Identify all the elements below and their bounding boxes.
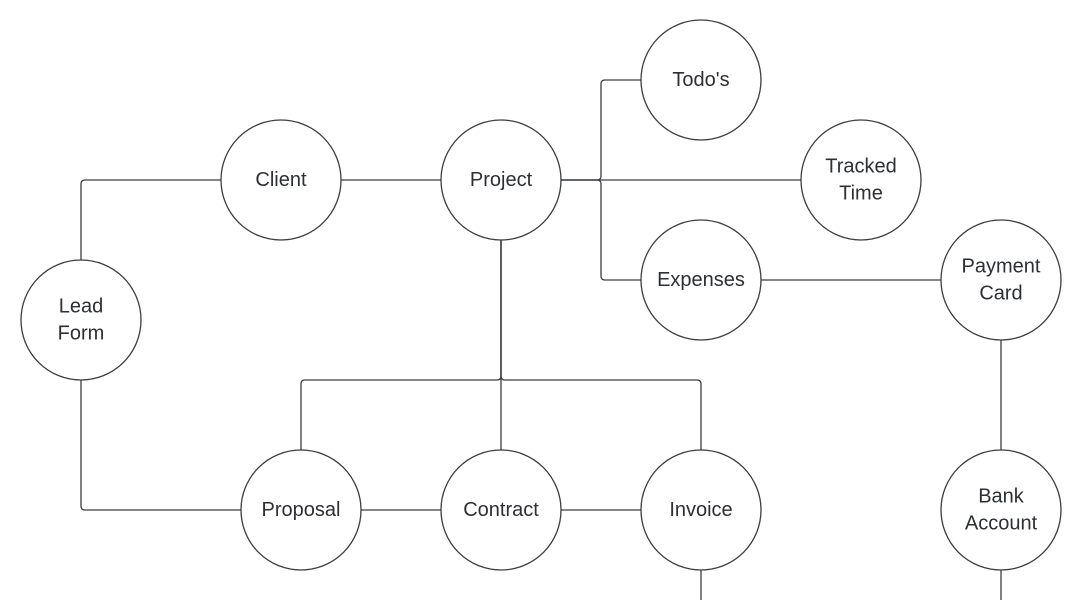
node-label-contract: Contract bbox=[463, 499, 539, 521]
node-circle-bank-account[interactable] bbox=[940, 449, 1062, 571]
node-todos[interactable]: Todo's bbox=[640, 19, 762, 141]
node-circle-invoice[interactable] bbox=[640, 449, 762, 571]
node-label-lead-form-line-2: Form bbox=[58, 323, 105, 345]
node-circle-client[interactable] bbox=[220, 119, 342, 241]
node-project[interactable]: Project bbox=[440, 119, 562, 241]
connector-lead-form-to-client bbox=[80, 179, 221, 260]
node-circle-lead-form[interactable] bbox=[20, 259, 142, 381]
node-label-payment-card-line-1: Payment bbox=[962, 256, 1041, 278]
node-label-tracked-time-line-2: Time bbox=[839, 183, 883, 205]
node-expenses[interactable]: Expenses bbox=[640, 219, 762, 341]
node-label-tracked-time-line-1: Tracked bbox=[825, 156, 897, 178]
node-label-client: Client bbox=[255, 169, 307, 191]
node-label-payment-card-line-2: Card bbox=[979, 283, 1022, 305]
node-client[interactable]: Client bbox=[220, 119, 342, 241]
node-label-todos: Todo's bbox=[672, 69, 729, 91]
connector-lead-form-to-proposal bbox=[80, 380, 241, 511]
node-label-bank-account-line-2: Account bbox=[965, 513, 1038, 535]
edge-layer bbox=[80, 79, 1002, 600]
node-circle-todos[interactable] bbox=[640, 19, 762, 141]
node-label-proposal: Proposal bbox=[262, 499, 341, 521]
node-label-bank-account-line-1: Bank bbox=[978, 486, 1025, 508]
node-contract[interactable]: Contract bbox=[440, 449, 562, 571]
node-label-invoice: Invoice bbox=[669, 499, 732, 521]
node-label-project: Project bbox=[470, 169, 533, 191]
node-circle-payment-card[interactable] bbox=[940, 219, 1062, 341]
node-invoice[interactable]: Invoice bbox=[640, 449, 762, 571]
node-circle-expenses[interactable] bbox=[640, 219, 762, 341]
node-label-lead-form-line-1: Lead bbox=[59, 296, 104, 318]
connector-project-to-expenses bbox=[561, 179, 641, 281]
connector-project-to-todos bbox=[561, 79, 641, 181]
node-circle-tracked-time[interactable] bbox=[800, 119, 922, 241]
node-circle-proposal[interactable] bbox=[240, 449, 362, 571]
connector-project-to-proposal bbox=[300, 240, 502, 450]
node-circle-contract[interactable] bbox=[440, 449, 562, 571]
node-proposal[interactable]: Proposal bbox=[240, 449, 362, 571]
connector-project-to-invoice bbox=[500, 240, 702, 450]
node-circle-project[interactable] bbox=[440, 119, 562, 241]
node-label-expenses: Expenses bbox=[657, 269, 745, 291]
